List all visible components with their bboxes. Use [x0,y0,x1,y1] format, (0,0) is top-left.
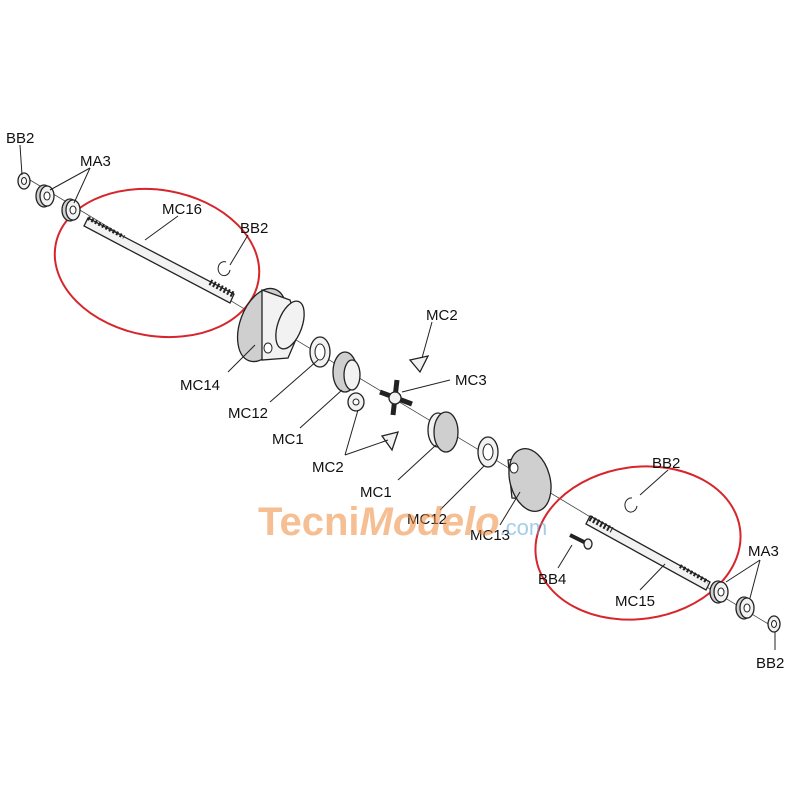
mc16-shaft [83,216,236,304]
mc1-bevel-gear-right [427,411,459,453]
watermark-brand-logo: TecniModelo.com [258,500,547,544]
bb2-clip-top-left [17,172,31,190]
mc2-pinion-top [408,355,430,374]
bb2-clip-bottom-right [767,615,781,633]
label-bb2-bottom-right: BB2 [756,655,784,672]
label-mc2-top: MC2 [426,307,458,324]
leader-lines [19,144,776,650]
tecnimodelo-watermark: TecniModelo.com [258,500,547,544]
mc3-cross-shaft [379,379,413,416]
label-mc13: MC13 [470,527,510,544]
mc13-diff-case [507,448,552,512]
label-mc1-right: MC1 [360,484,392,501]
mc2-pinion-left [347,392,365,412]
label-bb2-mc15: BB2 [652,455,680,472]
highlight-circle-mc15 [534,465,742,621]
label-ma3-top: MA3 [80,153,111,170]
mc1-bevel-gear-left [332,351,361,393]
label-bb4: BB4 [538,571,566,588]
mc14-diff-case [236,287,305,363]
mc12-washer-right [477,436,499,468]
label-ma3-bottom: MA3 [748,543,779,560]
mc15-shaft [585,515,711,591]
label-mc16: MC16 [162,201,202,218]
bb4-screw [569,533,593,550]
label-mc3: MC3 [455,372,487,389]
ma3-bearings-top [35,184,81,222]
label-mc12-left: MC12 [228,405,268,422]
mc2-pinion-bottom [380,431,399,452]
label-mc1-left: MC1 [272,431,304,448]
label-mc2-bottom: MC2 [312,459,344,476]
label-mc15: MC15 [615,593,655,610]
label-mc12-right: MC12 [407,511,447,528]
bb2-clip-mc16 [217,261,231,277]
label-mc14: MC14 [180,377,220,394]
mc12-washer-left [309,336,331,368]
bb2-clip-mc15 [624,497,638,513]
label-bb2-top-left: BB2 [6,130,34,147]
label-bb2-mc16: BB2 [240,220,268,237]
ma3-bearings-bottom [709,580,755,620]
highlight-circle-mc16 [53,187,261,339]
